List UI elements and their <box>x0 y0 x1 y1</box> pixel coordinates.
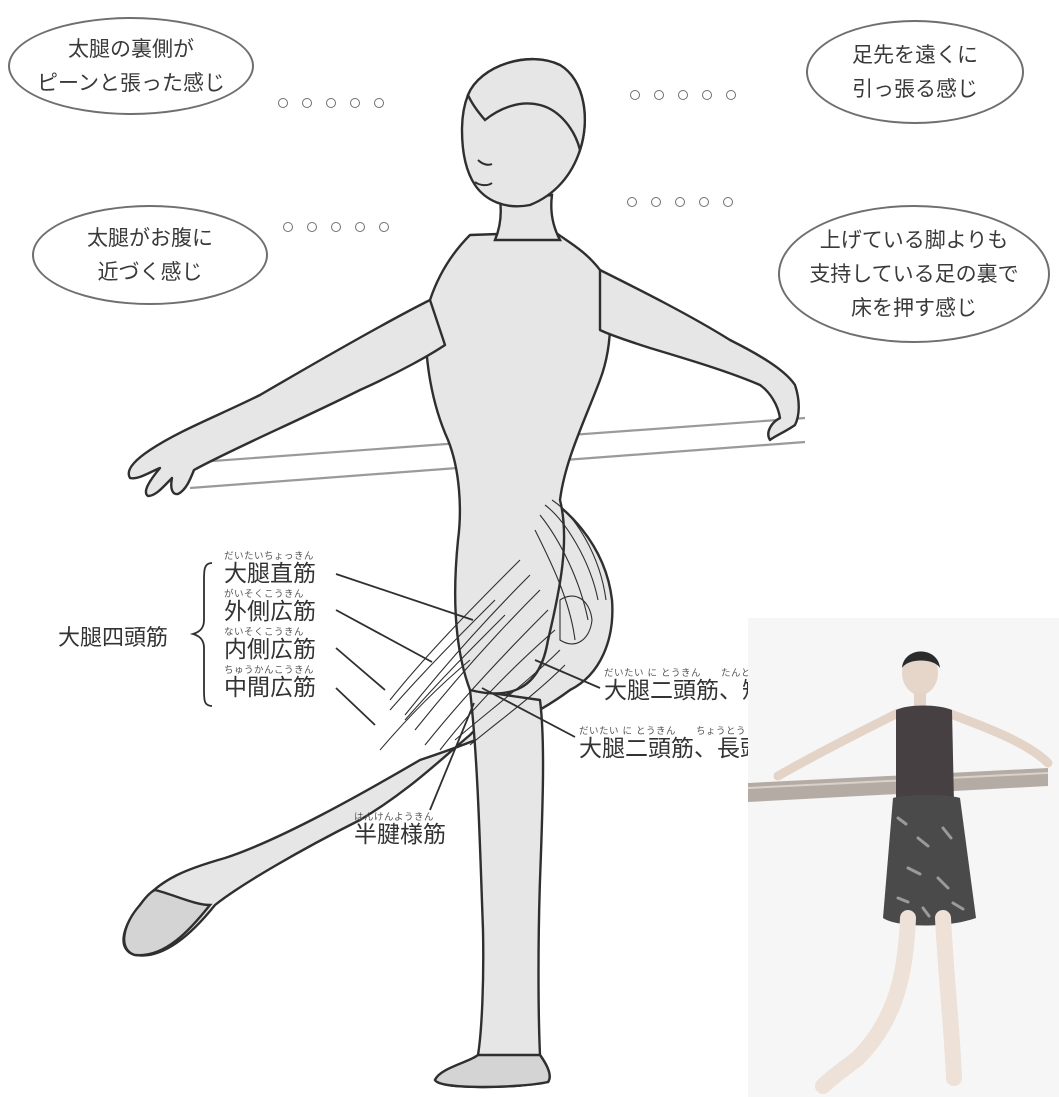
quadriceps-brace <box>193 563 212 706</box>
left-arm <box>129 300 445 496</box>
bubble-line: 上げている脚よりも <box>820 223 1009 257</box>
label-name: 半腱様筋 <box>354 823 446 848</box>
thought-dots <box>283 222 389 232</box>
bubble-line: 太腿がお腹に <box>87 221 213 255</box>
label-name: 大腿二頭筋、長頭 <box>579 737 763 762</box>
thought-dots <box>278 98 384 108</box>
label-biceps-long-head: だいたい に とうきん ちょうとう 大腿二頭筋、長頭 <box>579 726 763 762</box>
bubble-line: 支持している足の裏で <box>809 257 1018 291</box>
bubble-line: ピーンと張った感じ <box>37 66 225 100</box>
quadriceps-group-label: 大腿四頭筋 <box>58 620 168 652</box>
bubble-line: 足先を遠くに <box>852 38 978 72</box>
bubble-line: 近づく感じ <box>98 255 203 289</box>
bubble-push-floor: 上げている脚よりも 支持している足の裏で 床を押す感じ <box>778 205 1050 343</box>
label-vastus-lateralis: がいそくこうきん 外側広筋 <box>224 589 316 625</box>
thought-dots <box>630 90 736 100</box>
dancer-photo <box>748 618 1059 1097</box>
label-name: 内側広筋 <box>224 638 316 663</box>
bubble-line: 床を押す感じ <box>851 291 977 325</box>
label-vastus-medialis: ないそくこうきん 内側広筋 <box>224 627 316 663</box>
label-name: 外側広筋 <box>224 600 316 625</box>
bubble-line: 引っ張る感じ <box>852 72 978 106</box>
label-name: 中間広筋 <box>224 676 316 701</box>
label-name: 大腿直筋 <box>224 562 316 587</box>
bubble-toe-reach: 足先を遠くに 引っ張る感じ <box>806 20 1024 124</box>
label-rectus-femoris: だいたいちょっきん 大腿直筋 <box>224 551 316 587</box>
thought-dots <box>627 197 733 207</box>
bubble-hamstring-stretch: 太腿の裏側が ピーンと張った感じ <box>8 17 254 115</box>
bubble-line: 太腿の裏側が <box>68 32 194 66</box>
bubble-thigh-to-belly: 太腿がお腹に 近づく感じ <box>32 205 268 305</box>
label-vastus-intermedius: ちゅうかんこうきん 中間広筋 <box>224 665 316 701</box>
standing-shoe <box>435 1055 550 1087</box>
right-arm <box>600 270 799 440</box>
label-semitendinosus: はんけんようきん 半腱様筋 <box>354 812 446 848</box>
